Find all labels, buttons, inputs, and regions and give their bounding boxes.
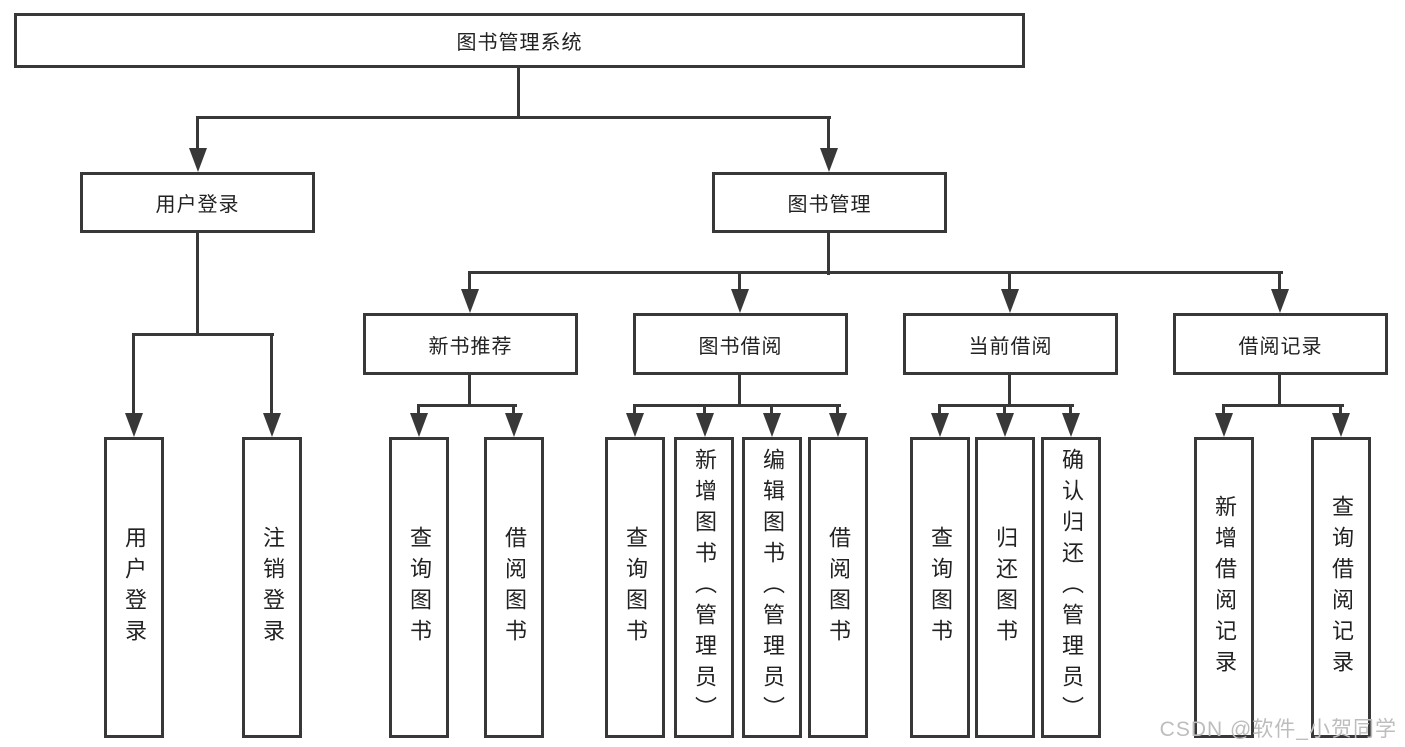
arrow-down-icon <box>1215 413 1233 437</box>
leaf-label: 归还图书 <box>993 525 1018 650</box>
arrow-down-icon <box>820 148 838 172</box>
leaf-label: 查询借阅记录 <box>1329 494 1354 681</box>
connector-line <box>1339 404 1342 415</box>
node-book-management: 图书管理 <box>712 172 947 233</box>
connector-line <box>938 404 1074 407</box>
arrow-down-icon <box>1062 413 1080 437</box>
leaf-query-books-current: 查询图书 <box>910 437 970 738</box>
connector-line <box>770 404 773 415</box>
leaf-label: 用户登录 <box>122 525 147 650</box>
arrow-down-icon <box>626 413 644 437</box>
connector-line <box>1222 404 1344 407</box>
connector-line <box>517 68 520 118</box>
connector-line <box>132 333 135 415</box>
arrow-down-icon <box>189 148 207 172</box>
connector-line <box>633 404 636 415</box>
leaf-edit-books-admin: 编辑图书（管理员） <box>742 437 802 738</box>
node-book-borrowing: 图书借阅 <box>633 313 848 375</box>
leaf-label: 查询图书 <box>928 525 953 650</box>
connector-line <box>836 404 839 415</box>
connector-line <box>468 375 471 406</box>
connector-line <box>468 271 471 291</box>
node-new-book-recommend: 新书推荐 <box>363 313 578 375</box>
arrow-down-icon <box>763 413 781 437</box>
connector-line <box>1008 375 1011 406</box>
leaf-label: 查询图书 <box>623 525 648 650</box>
leaf-label: 查询图书 <box>407 525 432 650</box>
connector-line <box>1278 271 1281 291</box>
arrow-down-icon <box>829 413 847 437</box>
arrow-down-icon <box>263 413 281 437</box>
csdn-watermark: CSDN @软件_小贺同学 <box>1159 718 1397 741</box>
connector-line <box>196 116 831 119</box>
leaf-query-books-recommend: 查询图书 <box>389 437 449 738</box>
arrow-down-icon <box>996 413 1014 437</box>
leaf-label: 新增图书（管理员） <box>692 448 717 727</box>
connector-line <box>1008 271 1011 291</box>
connector-line <box>417 404 420 415</box>
node-current-borrowing: 当前借阅 <box>903 313 1118 375</box>
leaf-logout: 注销登录 <box>242 437 302 738</box>
node-library-management-system: 图书管理系统 <box>14 13 1025 68</box>
connector-line <box>633 404 841 407</box>
leaf-add-books-admin: 新增图书（管理员） <box>674 437 734 738</box>
arrow-down-icon <box>931 413 949 437</box>
leaf-confirm-return-admin: 确认归还（管理员） <box>1041 437 1101 738</box>
arrow-down-icon <box>696 413 714 437</box>
leaf-label: 编辑图书（管理员） <box>760 448 785 727</box>
leaf-label: 借阅图书 <box>826 525 851 650</box>
leaf-borrow-books-recommend: 借阅图书 <box>484 437 544 738</box>
leaf-user-login: 用户登录 <box>104 437 164 738</box>
connector-line <box>468 271 1283 274</box>
connector-line <box>270 333 273 415</box>
connector-line <box>738 271 741 291</box>
node-borrowing-records: 借阅记录 <box>1173 313 1388 375</box>
connector-line <box>1222 404 1225 415</box>
connector-line <box>703 404 706 415</box>
connector-line <box>1003 404 1006 415</box>
connector-line <box>738 375 741 406</box>
connector-line <box>196 116 199 150</box>
arrow-down-icon <box>410 413 428 437</box>
leaf-label: 注销登录 <box>260 525 285 650</box>
arrow-down-icon <box>461 289 479 313</box>
leaf-query-books-borrowing: 查询图书 <box>605 437 665 738</box>
node-user-login: 用户登录 <box>80 172 315 233</box>
connector-line <box>827 233 830 275</box>
arrow-down-icon <box>125 413 143 437</box>
leaf-add-borrow-record: 新增借阅记录 <box>1194 437 1254 738</box>
connector-line <box>417 404 517 407</box>
leaf-label: 借阅图书 <box>502 525 527 650</box>
arrow-down-icon <box>1001 289 1019 313</box>
connector-line <box>132 333 274 336</box>
leaf-query-borrow-record: 查询借阅记录 <box>1311 437 1371 738</box>
connector-line <box>1069 404 1072 415</box>
arrow-down-icon <box>505 413 523 437</box>
connector-line <box>827 116 830 150</box>
arrow-down-icon <box>731 289 749 313</box>
leaf-label: 确认归还（管理员） <box>1059 448 1084 727</box>
leaf-borrow-books: 借阅图书 <box>808 437 868 738</box>
arrow-down-icon <box>1271 289 1289 313</box>
leaf-return-books: 归还图书 <box>975 437 1035 738</box>
arrow-down-icon <box>1332 413 1350 437</box>
connector-line <box>512 404 515 415</box>
connector-line <box>196 233 199 335</box>
connector-line <box>1278 375 1281 406</box>
connector-line <box>938 404 941 415</box>
leaf-label: 新增借阅记录 <box>1212 494 1237 681</box>
